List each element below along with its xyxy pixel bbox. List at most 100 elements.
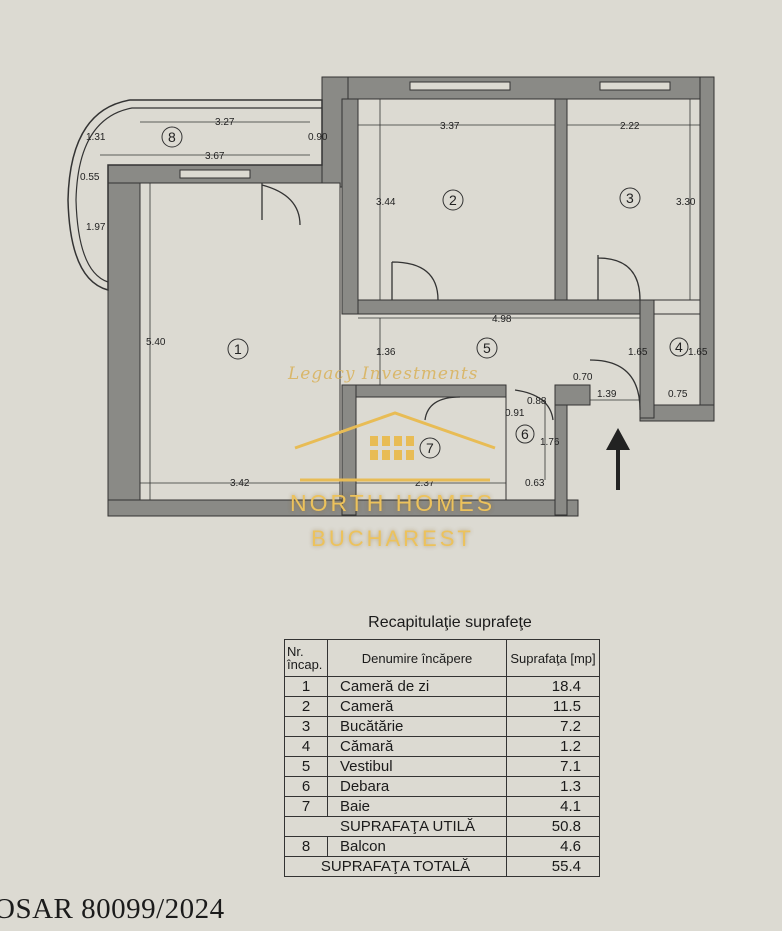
pantry-floor [653, 313, 701, 406]
dim-pantry-width: 0.75 [668, 389, 688, 400]
util-value: 50.8 [506, 816, 600, 837]
row-area: 7.1 [506, 756, 600, 777]
header-name: Denumire încăpere [327, 639, 507, 677]
dim-storage-bottom: 0.63 [525, 478, 545, 489]
wall-entry-right [639, 299, 655, 419]
dim-room3-height: 3.30 [676, 197, 696, 208]
row-area: 4.6 [506, 836, 600, 857]
recap-table: Nr. încap. Denumire încăpere Suprafaţa [… [284, 639, 600, 877]
row-nr: 7 [284, 796, 328, 817]
dim-storage-small: 0.88 [527, 396, 547, 407]
room-marker-8 [161, 126, 183, 148]
recap-header-row: Nr. încap. Denumire încăpere Suprafaţa [… [284, 639, 600, 677]
dim-room2-height: 3.44 [376, 197, 396, 208]
dim-balcony-top: 3.27 [215, 117, 235, 128]
dim-balcony-depth: 0.90 [308, 132, 328, 143]
row-nr: 2 [284, 696, 328, 717]
watermark-subtitle: BUCHAREST [311, 526, 474, 551]
room-marker-2 [442, 189, 464, 211]
door-room2 [391, 261, 439, 301]
wall-bath-top [355, 384, 507, 398]
row-name: Vestibul [327, 756, 507, 777]
row-name: Debara [327, 776, 507, 797]
room-number-6: 6 [521, 426, 529, 442]
row-name: Cameră [327, 696, 507, 717]
table-row: 8 Balcon 4.6 [284, 836, 600, 857]
room-number-4: 4 [675, 339, 683, 355]
total-label: SUPRAFAŢA TOTALĂ [284, 856, 507, 877]
door-bath [424, 396, 461, 421]
room-marker-5 [476, 337, 498, 359]
door-room1 [261, 183, 301, 226]
wall-room1-left [107, 164, 141, 516]
window-room3 [599, 81, 671, 91]
dim-pantry-right: 1.65 [688, 347, 708, 358]
util-row: SUPRAFAŢA UTILĂ 50.8 [284, 816, 600, 837]
row-area: 18.4 [506, 676, 600, 697]
row-nr: 6 [284, 776, 328, 797]
door-storage [514, 389, 554, 421]
table-row: 4 Cămară 1.2 [284, 736, 600, 757]
dim-room3-width: 2.22 [620, 121, 640, 132]
watermark-script: Legacy Investments [288, 364, 479, 384]
dossier-number: OSAR 80099/2024 [0, 893, 225, 925]
wall-right [699, 76, 715, 421]
table-row: 1 Cameră de zi 18.4 [284, 676, 600, 697]
table-row: 7 Baie 4.1 [284, 796, 600, 817]
header-nr: Nr. încap. [284, 639, 328, 677]
door-entry [589, 359, 641, 411]
total-value: 55.4 [506, 856, 600, 877]
wall-room2-left [341, 98, 359, 315]
window-room2 [409, 81, 511, 91]
dim-entry-width: 1.39 [597, 389, 617, 400]
table-row: 6 Debara 1.3 [284, 776, 600, 797]
row-area: 1.3 [506, 776, 600, 797]
total-row: SUPRAFAŢA TOTALĂ 55.4 [284, 856, 600, 877]
wall-entry-stub [554, 384, 591, 406]
room-marker-7 [419, 437, 441, 459]
room-number-1: 1 [234, 341, 242, 357]
dim-hall-depth: 1.36 [376, 347, 396, 358]
dim-room2-width: 3.37 [440, 121, 460, 132]
table-row: 2 Cameră 11.5 [284, 696, 600, 717]
row-name: Balcon [327, 836, 507, 857]
row-area: 7.2 [506, 716, 600, 737]
row-nr: 1 [284, 676, 328, 697]
header-area: Suprafaţa [mp] [506, 639, 600, 677]
util-label: SUPRAFAŢA UTILĂ [284, 816, 507, 837]
dim-hall-width: 4.98 [492, 314, 512, 325]
balcony-outline [67, 99, 323, 291]
row-name: Bucătărie [327, 716, 507, 737]
recap-title: Recapitulaţie suprafeţe [368, 614, 532, 631]
dim-balcony-left: 1.97 [86, 222, 106, 233]
row-nr: 3 [284, 716, 328, 737]
table-row: 5 Vestibul 7.1 [284, 756, 600, 777]
dim-storage-height: 1.76 [540, 437, 560, 448]
row-area: 4.1 [506, 796, 600, 817]
balcony-rail [75, 107, 322, 283]
room3-floor [566, 98, 701, 301]
wall-room2-3 [554, 98, 568, 315]
row-area: 1.2 [506, 736, 600, 757]
row-name: Cameră de zi [327, 676, 507, 697]
dim-bath-width: 2.37 [415, 478, 435, 489]
dim-balcony-side: 1.31 [86, 132, 106, 143]
room-marker-4 [669, 337, 689, 357]
dim-balcony-bottom: 3.67 [205, 151, 225, 162]
row-nr: 5 [284, 756, 328, 777]
row-name: Baie [327, 796, 507, 817]
table-row: 3 Bucătărie 7.2 [284, 716, 600, 737]
entrance-arrow-icon [606, 428, 630, 490]
room1-floor [139, 182, 341, 501]
room-number-5: 5 [483, 340, 491, 356]
room-number-2: 2 [449, 192, 457, 208]
dim-storage-width: 0.91 [505, 408, 525, 419]
room-marker-3 [619, 187, 641, 209]
room-number-3: 3 [626, 190, 634, 206]
room2-floor [357, 98, 556, 301]
dim-room1-width: 3.42 [230, 478, 250, 489]
row-area: 11.5 [506, 696, 600, 717]
dim-balcony-small: 0.55 [80, 172, 100, 183]
room-marker-6 [515, 424, 535, 444]
dim-pantry-left: 1.65 [628, 347, 648, 358]
